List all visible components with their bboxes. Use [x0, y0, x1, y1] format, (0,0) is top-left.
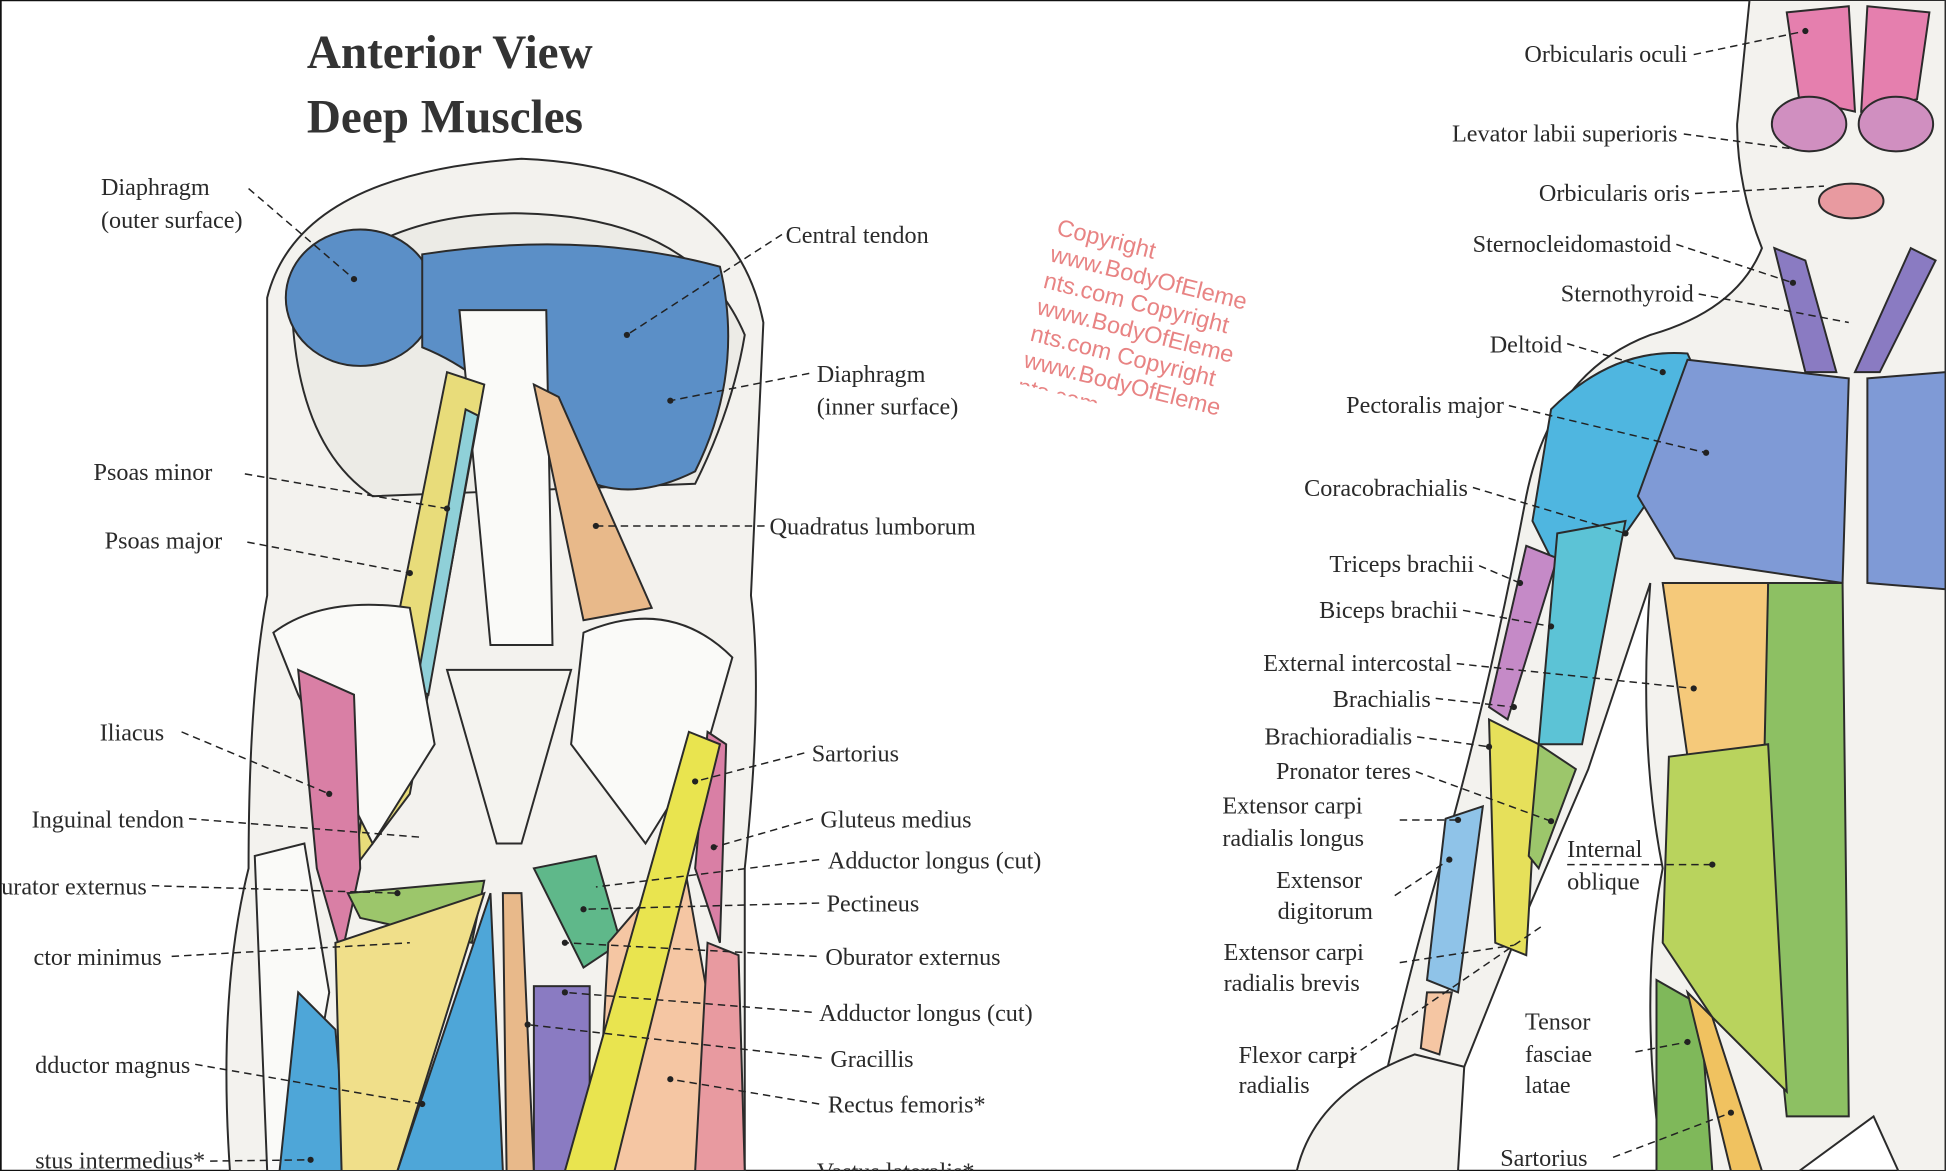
- iliacus: [297, 668, 362, 956]
- forearm-green: [1527, 742, 1578, 871]
- flexor-carpi-radialis: [1419, 991, 1454, 1056]
- quadratus-lumborum: [532, 382, 654, 622]
- label-sartorius-right: Sartorius: [1500, 1145, 1587, 1171]
- psoas-minor: [414, 407, 480, 697]
- label-diaphragm-outer-sub: (outer surface): [101, 207, 243, 234]
- orbicularis-oculi: [1785, 5, 1931, 113]
- label-pectineus: Pectineus: [827, 891, 920, 918]
- internal-oblique: [1661, 743, 1788, 1095]
- label-ecr-brevis-1: Extensor carpi: [1224, 939, 1365, 966]
- label-iliacus: Iliacus: [100, 720, 164, 747]
- vastus-intermedius: [278, 990, 349, 1171]
- diaphragm-outer-surface: [284, 228, 436, 367]
- sartorius-right: [1685, 989, 1763, 1171]
- label-pronator-teres: Pronator teres: [1276, 758, 1411, 785]
- triceps-brachii: [1487, 544, 1559, 722]
- label-orbicularis-oris: Orbicularis oris: [1539, 180, 1690, 207]
- label-psoas-major: Psoas major: [105, 527, 223, 554]
- label-diaphragm-inner-sub: (inner surface): [817, 393, 959, 420]
- label-adductor-longus-2: Adductor longus (cut): [819, 1000, 1032, 1027]
- label-sternocleidomastoid: Sternocleidomastoid: [1473, 231, 1672, 258]
- pelvis-right: [570, 617, 734, 846]
- page-title-line1: Anterior View: [307, 27, 593, 79]
- orbicularis-oculi-right: [1857, 95, 1935, 153]
- orbicularis-oris: [1818, 182, 1885, 220]
- label-internal-oblique-2: oblique: [1567, 868, 1640, 895]
- label-vastus-lateralis: Vastus lateralis*: [817, 1159, 975, 1171]
- label-oburator-externus: Oburator externus: [825, 944, 1000, 971]
- label-extensor-digitorum-2: digitorum: [1278, 898, 1374, 925]
- label-gluteus-medius: Gluteus medius: [820, 806, 971, 833]
- label-vastus-intermedius: stus intermedius*: [35, 1148, 205, 1171]
- label-ecr-longus-2: radialis longus: [1222, 825, 1364, 852]
- brachioradialis: [1487, 717, 1540, 957]
- superficial-labels: Orbicularis oculi Levator labii superior…: [1222, 41, 1693, 1171]
- label-biceps-brachii: Biceps brachii: [1319, 597, 1458, 624]
- label-adductor-longus-1: Adductor longus (cut): [828, 847, 1041, 874]
- leader-lines: [151, 27, 1849, 1163]
- label-triceps-brachii: Triceps brachii: [1329, 551, 1474, 578]
- label-sternothyroid: Sternothyroid: [1561, 280, 1694, 307]
- label-quadratus-lumborum: Quadratus lumborum: [770, 514, 976, 541]
- pectoralis-major-right: [1866, 371, 1946, 591]
- gracillis: [501, 892, 535, 1171]
- sartorius: [563, 730, 722, 1171]
- label-levator-labii: Levator labii superioris: [1452, 120, 1678, 147]
- extensor-digitorum: [1425, 804, 1485, 994]
- label-central-tendon: Central tendon: [786, 222, 929, 249]
- label-rectus-femoris: Rectus femoris*: [828, 1092, 986, 1119]
- label-diaphragm-outer: Diaphragm: [101, 174, 210, 201]
- label-orbicularis-oculi: Orbicularis oculi: [1524, 41, 1687, 68]
- page-title-line2: Deep Muscles: [307, 92, 583, 144]
- label-tensor-fasciae-latae-3: latae: [1525, 1072, 1571, 1099]
- label-flexor-carpi-radialis-1: Flexor carpi: [1238, 1042, 1356, 1069]
- label-flexor-carpi-radialis-2: radialis: [1238, 1072, 1309, 1099]
- deep-muscles-figure: [225, 157, 765, 1171]
- biceps-brachii: [1537, 519, 1627, 746]
- label-brachioradialis: Brachioradialis: [1264, 723, 1412, 750]
- label-adductor-magnus: dductor magnus: [35, 1052, 190, 1079]
- label-coracobrachialis: Coracobrachialis: [1304, 475, 1468, 502]
- label-internal-oblique-1: Internal: [1567, 836, 1642, 863]
- label-inguinal-tendon: Inguinal tendon: [32, 806, 184, 833]
- deep-labels: Diaphragm (outer surface) Central tendon…: [1, 174, 1041, 1171]
- label-extensor-digitorum-1: Extensor: [1276, 867, 1362, 894]
- label-brachialis: Brachialis: [1333, 686, 1431, 713]
- label-sartorius: Sartorius: [812, 741, 899, 768]
- label-tensor-fasciae-latae-1: Tensor: [1525, 1009, 1590, 1036]
- sacrum: [445, 668, 573, 845]
- orbicularis-oculi-left: [1770, 95, 1848, 153]
- label-pectoralis-major: Pectoralis major: [1346, 392, 1504, 419]
- superficial-muscles-figure: [1295, 0, 1946, 1171]
- sternocleidomastoid: [1772, 246, 1937, 374]
- label-adductor-minimus: ctor minimus: [33, 944, 161, 971]
- label-gracillis: Gracillis: [830, 1046, 913, 1073]
- label-psoas-minor: Psoas minor: [94, 459, 213, 486]
- label-ecr-brevis-2: radialis brevis: [1224, 970, 1360, 997]
- label-ecr-longus-1: Extensor carpi: [1222, 793, 1363, 820]
- label-tensor-fasciae-latae-2: fasciae: [1525, 1041, 1592, 1068]
- label-obturator-externus-left: urator externus: [1, 873, 147, 900]
- adductor-magnus-left: [334, 891, 486, 1171]
- label-external-intercostal: External intercostal: [1263, 650, 1452, 677]
- pectoralis-major: [1636, 358, 1850, 585]
- label-diaphragm-inner: Diaphragm: [817, 361, 926, 388]
- label-deltoid: Deltoid: [1490, 331, 1563, 358]
